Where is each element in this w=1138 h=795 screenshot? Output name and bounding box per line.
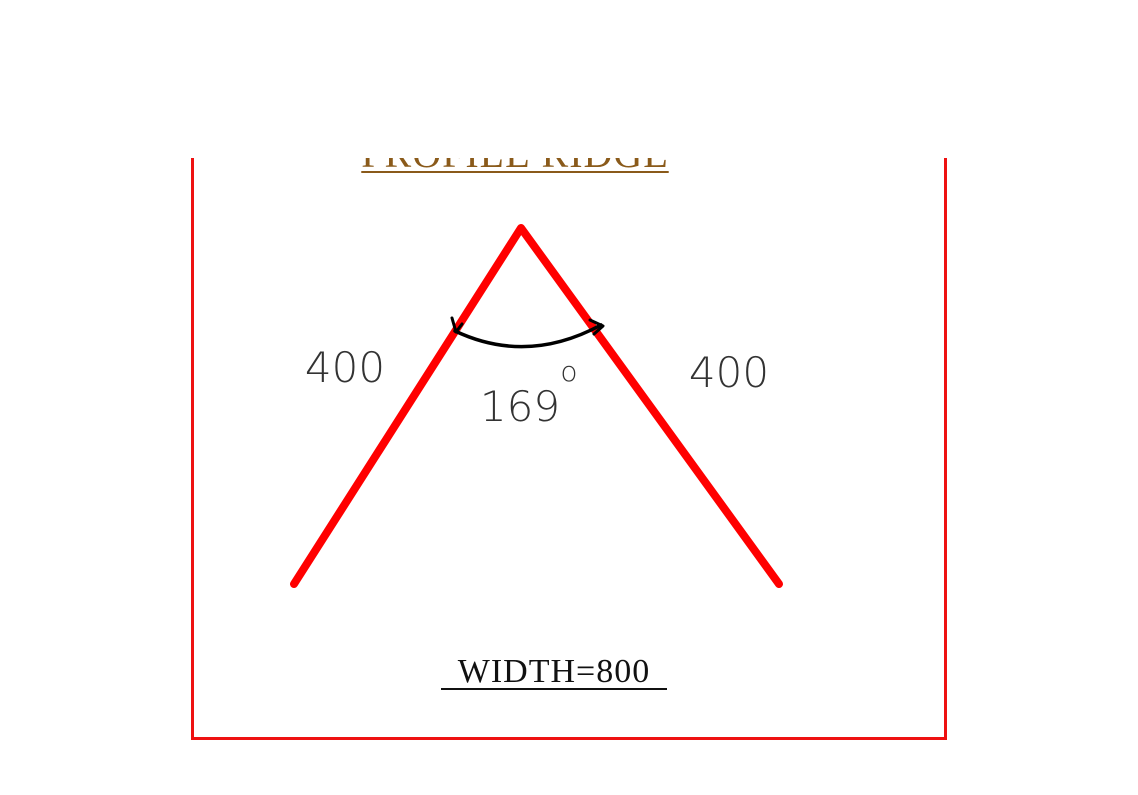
drawing-frame <box>191 158 947 740</box>
width-label: WIDTH=800 <box>457 653 651 690</box>
angle-arc-left-arrow-icon <box>450 316 464 334</box>
drawing-title: PROFILE RIDGE <box>330 158 700 174</box>
right-side-length: 400 <box>689 348 769 397</box>
left-side-length: 400 <box>305 343 385 392</box>
width-label-underline <box>441 688 667 690</box>
ridge-profile-line <box>290 224 783 588</box>
title-clip: PROFILE RIDGE <box>330 158 700 176</box>
angle-value: 169 <box>480 382 560 431</box>
angle-arc <box>453 323 603 349</box>
angle-arc-right-arrow-icon <box>588 318 605 336</box>
angle-degree-mark: o <box>560 355 577 388</box>
